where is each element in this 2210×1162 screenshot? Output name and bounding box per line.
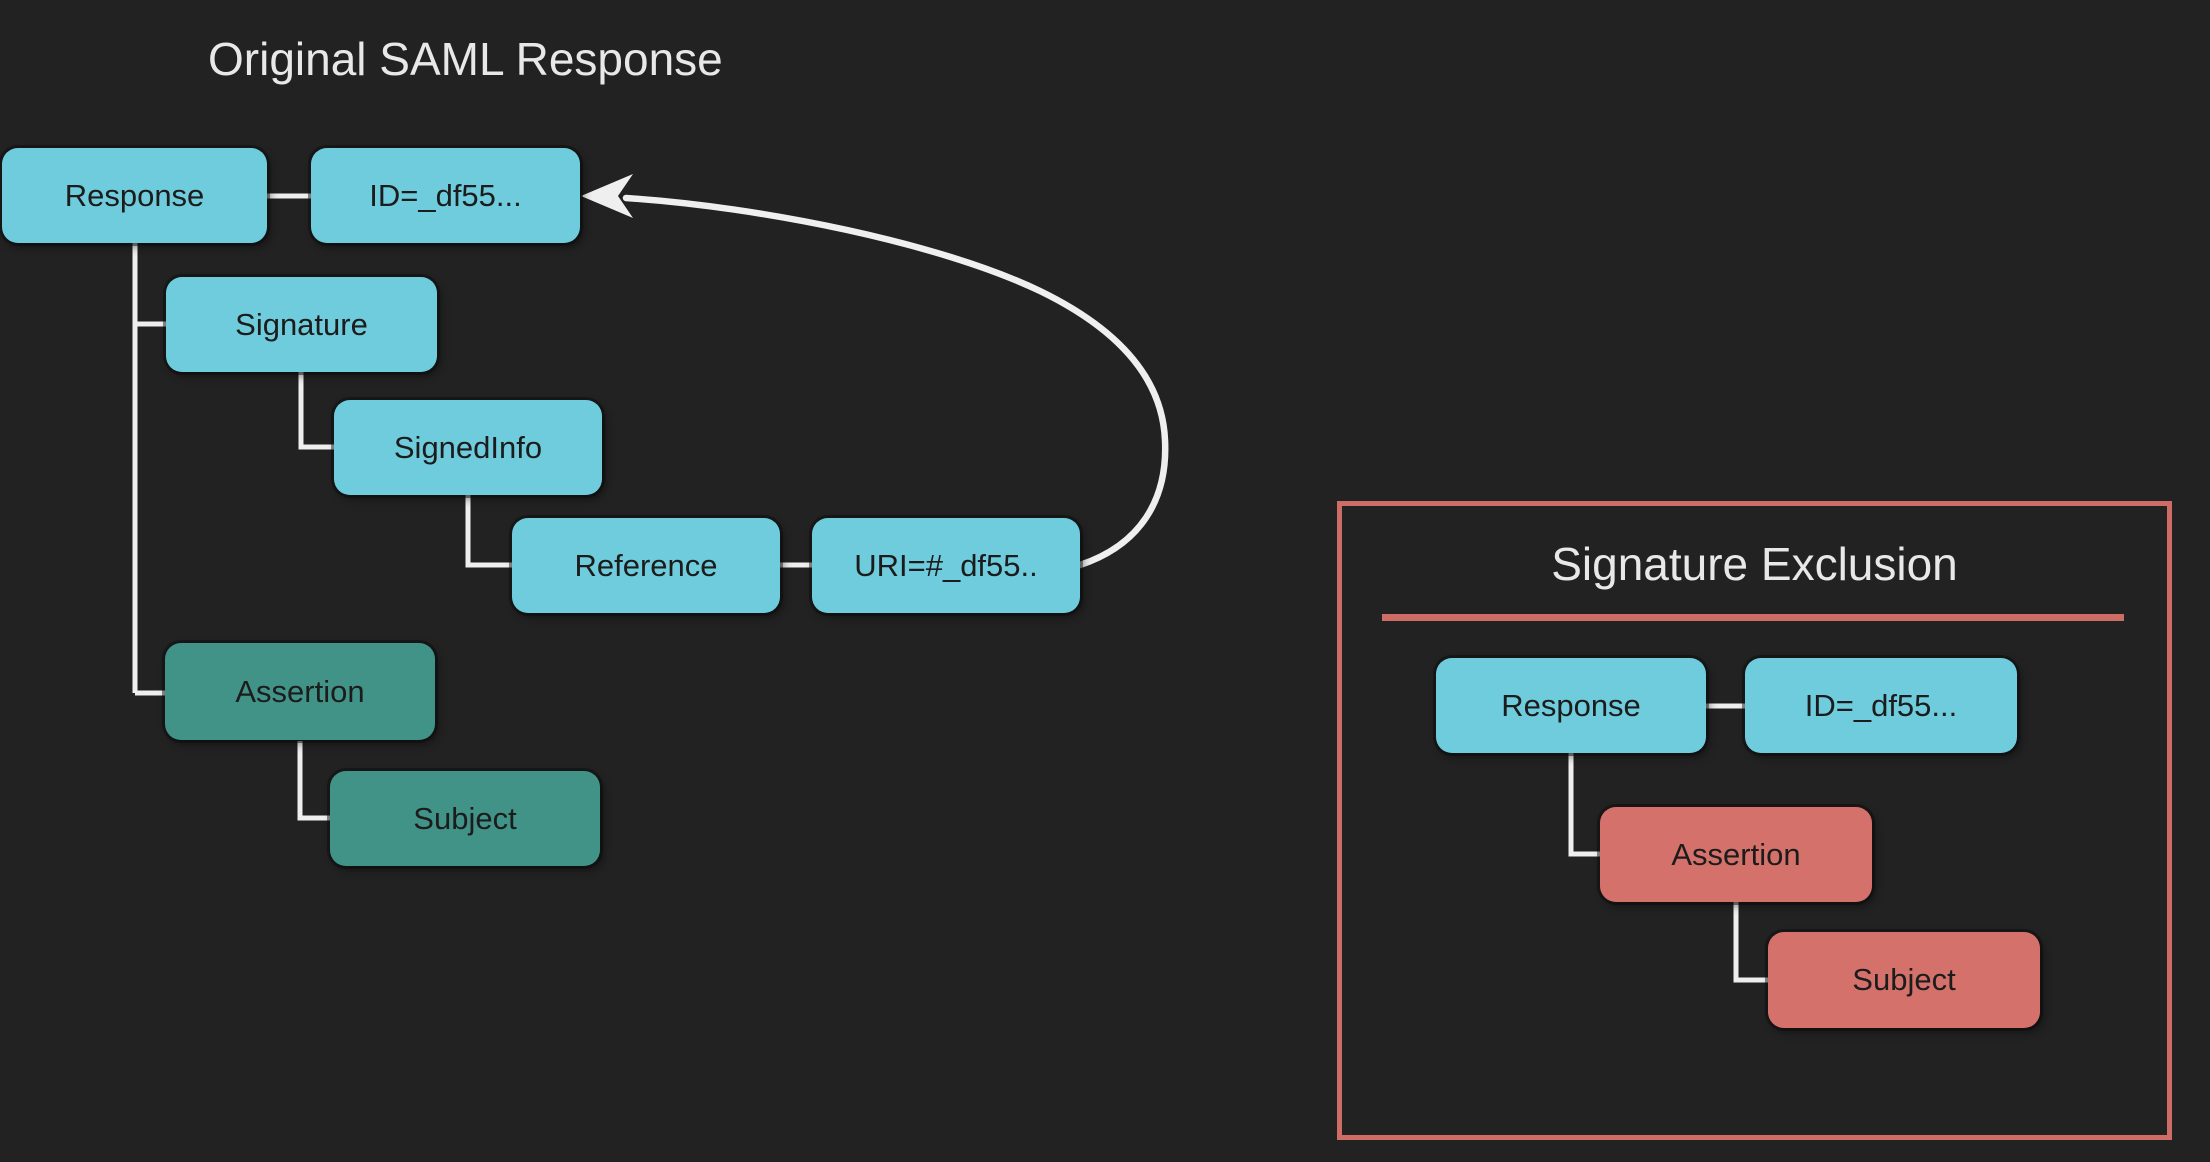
uri-reference-loop-arrow <box>622 194 1169 569</box>
node-id-attribute: ID=_df55... <box>311 148 580 243</box>
arrowhead-icon <box>581 174 633 218</box>
node-assertion: Assertion <box>165 643 435 740</box>
signature-exclusion-underline <box>1382 614 2124 621</box>
node-reference: Reference <box>512 518 780 613</box>
signature-exclusion-title: Signature Exclusion <box>1551 538 1958 590</box>
original-diagram-title: Original SAML Response <box>208 33 723 85</box>
panel-node-response: Response <box>1436 658 1706 753</box>
edge-assertion-subject <box>297 741 330 821</box>
node-response: Response <box>2 148 267 243</box>
edge-signature-signedinfo <box>298 371 334 450</box>
signature-exclusion-panel <box>1337 501 2172 1140</box>
panel-node-id-attribute: ID=_df55... <box>1745 658 2017 753</box>
node-subject: Subject <box>330 771 600 866</box>
edge-signedinfo-reference <box>465 495 512 568</box>
node-uri-attribute: URI=#_df55.. <box>812 518 1080 613</box>
node-signature: Signature <box>166 277 437 372</box>
panel-node-subject-excluded: Subject <box>1768 932 2040 1028</box>
panel-node-assertion-excluded: Assertion <box>1600 807 1872 902</box>
node-signedinfo: SignedInfo <box>334 400 602 495</box>
edge-response-trunk <box>132 243 166 696</box>
